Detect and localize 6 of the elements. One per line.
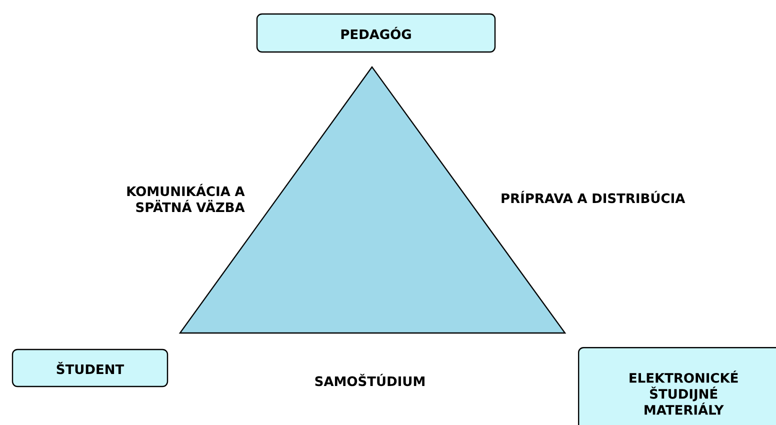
label-box: ELEKTRONICKÉ ŠTUDIJNÉ MATERIÁLY: [578, 347, 776, 425]
side-label: SAMOŠTÚDIUM: [315, 374, 424, 386]
side-label: PRÍPRAVA A DISTRIBÚCIA: [502, 190, 686, 204]
label-box: ŠTUDENT: [12, 348, 168, 388]
label-box: PEDAGÓG: [256, 13, 496, 53]
side-label: KOMUNIKÁCIA A SPÄTNÁ VÄZBA: [127, 184, 245, 212]
